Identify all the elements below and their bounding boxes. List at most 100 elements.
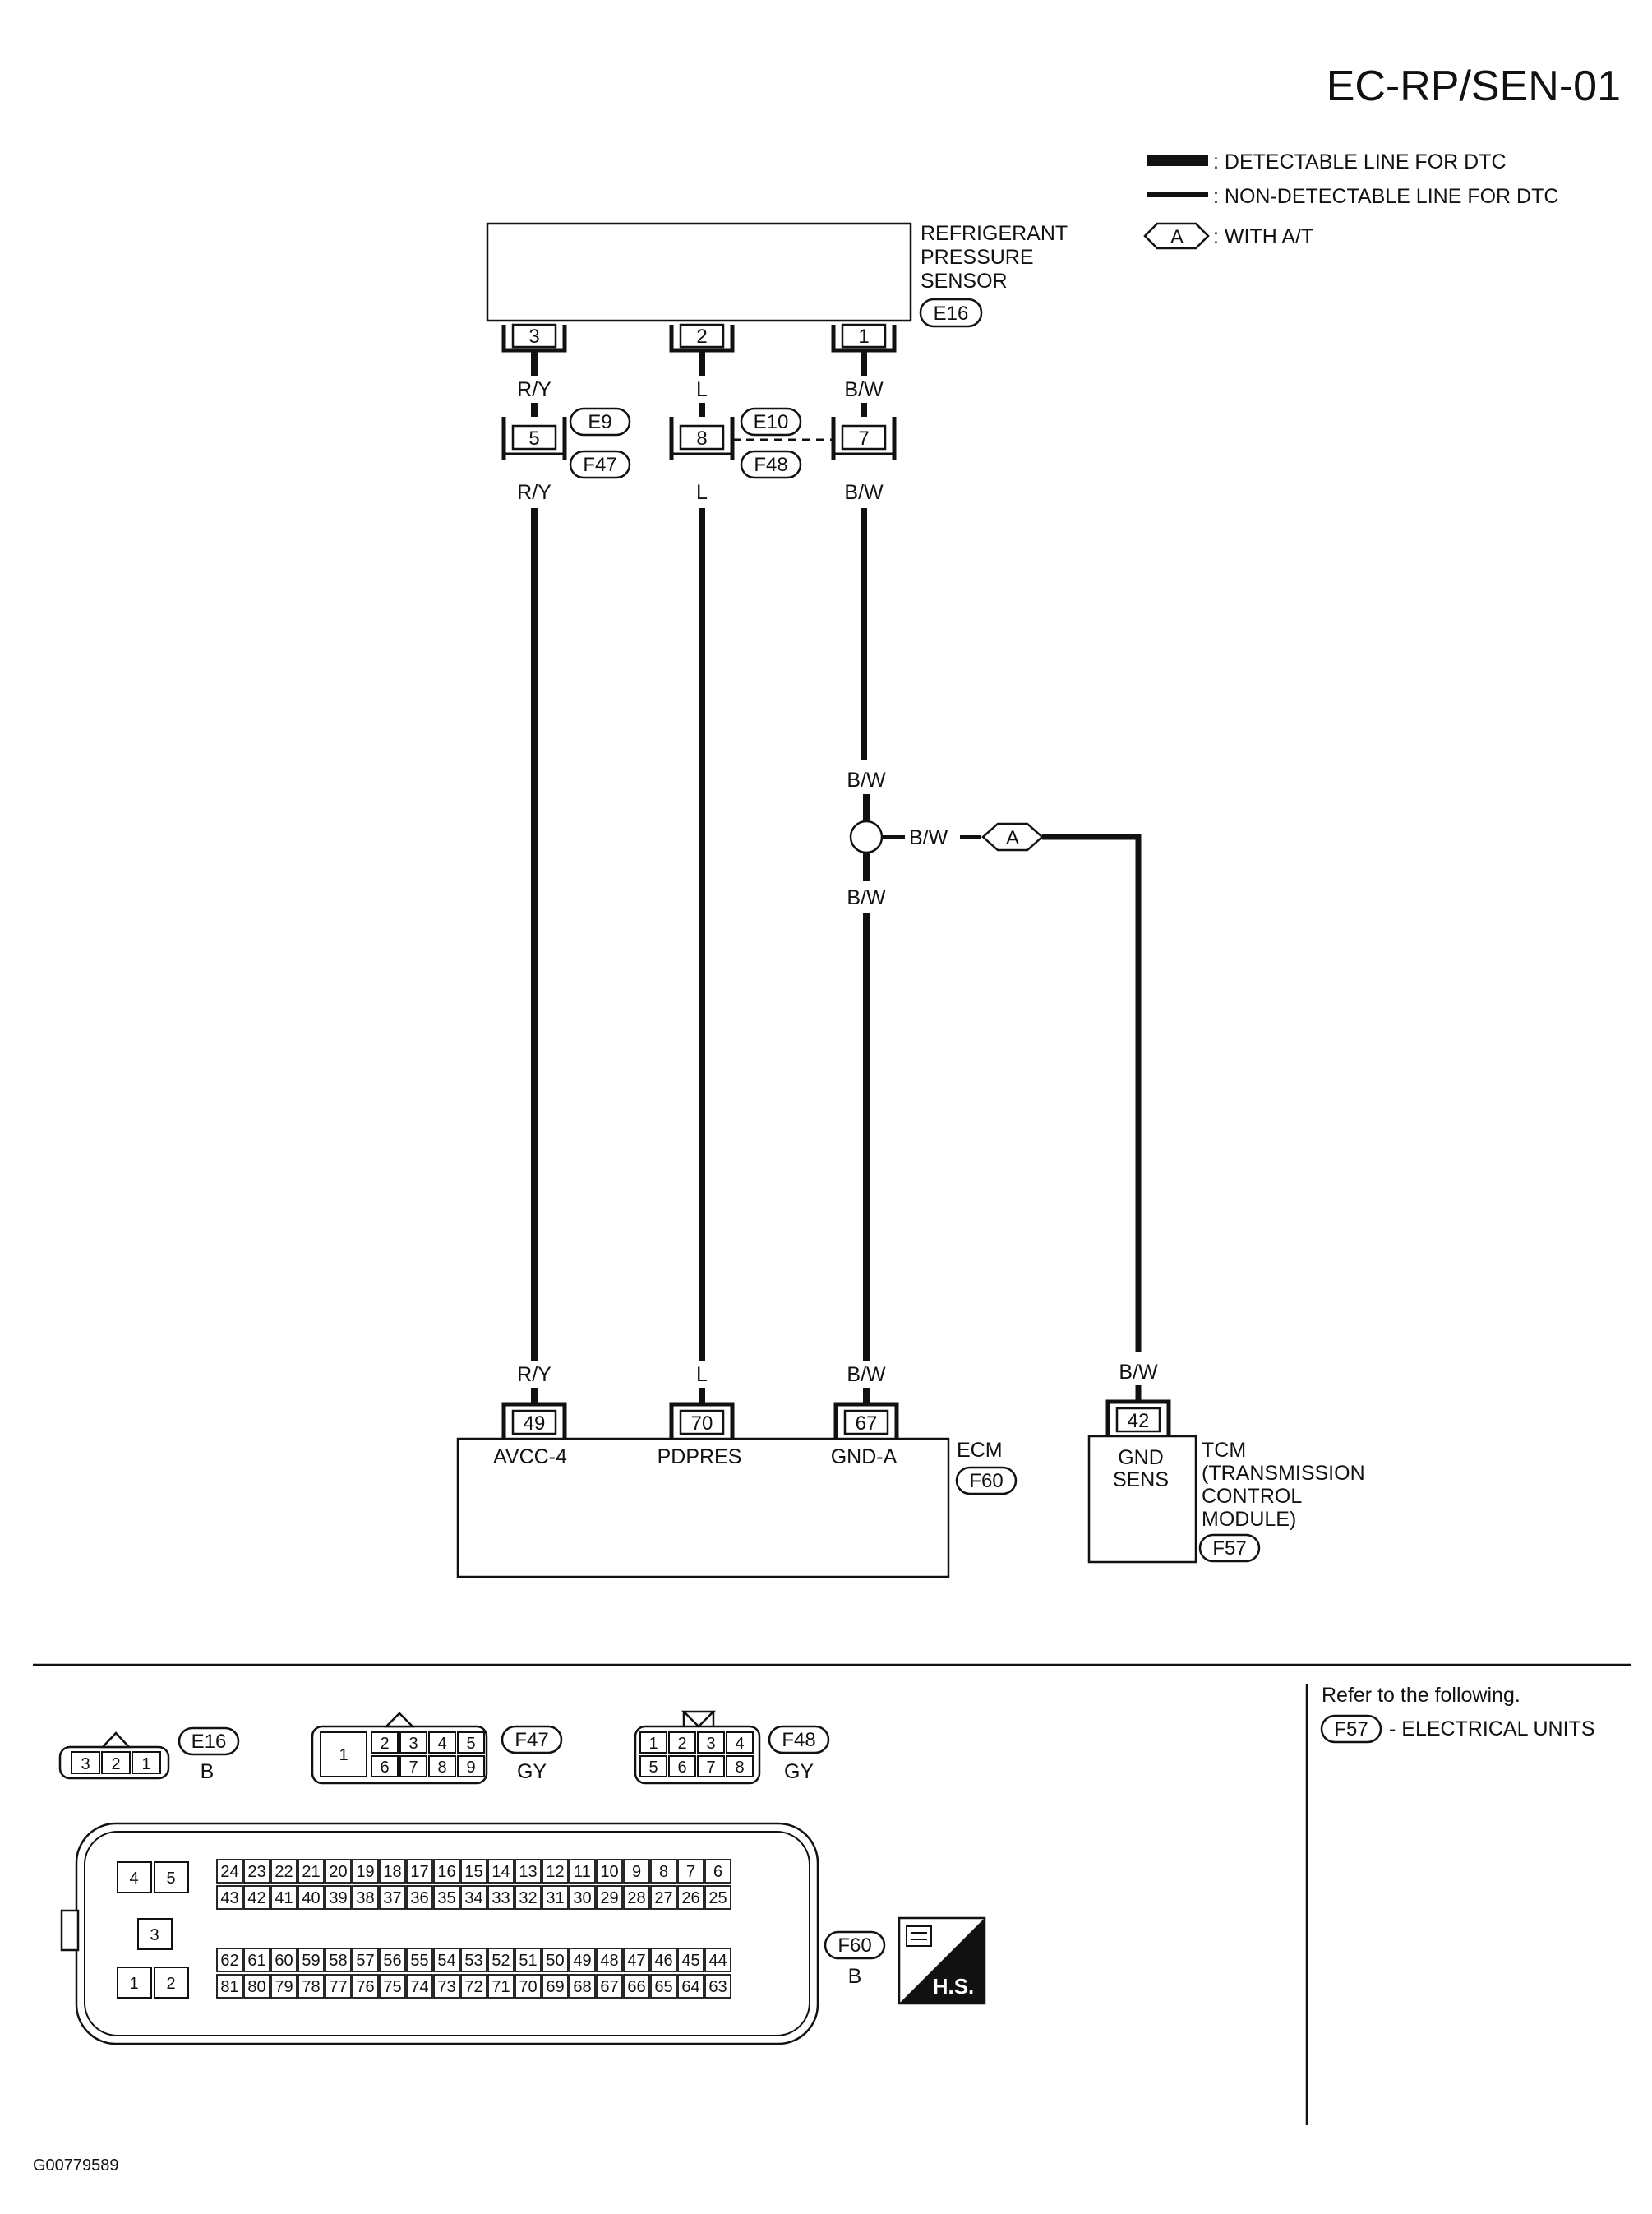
detectable-line-sample <box>1147 155 1208 166</box>
sensor-connector-id: E16 <box>934 303 969 325</box>
f60-cell <box>569 1974 596 1999</box>
f60-pin-69: 69 <box>546 1978 564 1996</box>
f60-cell <box>352 1885 379 1910</box>
f60-pin-4: 4 <box>129 1870 138 1888</box>
f60-cell <box>216 1974 243 1999</box>
f60-cell <box>596 1859 623 1884</box>
f60-pin-27: 27 <box>654 1889 672 1907</box>
tcm: 42 GND SENS TCM (TRANSMISSION CONTROL MO… <box>1087 1399 1365 1564</box>
reference-item-id: F57 <box>1334 1718 1368 1740</box>
f60-pin-7: 7 <box>686 1863 695 1881</box>
sensor-pin-3: 3 <box>501 323 567 353</box>
f60-pin-18: 18 <box>383 1863 401 1881</box>
figure-code: G00779589 <box>33 2156 119 2175</box>
f60-pin-73: 73 <box>437 1978 455 1996</box>
wire-color-bw-6: B/W <box>1119 1361 1158 1384</box>
f60-pin-64: 64 <box>681 1978 699 1996</box>
reference-item-text: - ELECTRICAL UNITS <box>1389 1717 1595 1740</box>
f60-pin-16: 16 <box>437 1863 455 1881</box>
f60-pin-5: 5 <box>166 1870 175 1888</box>
f60-pin-52: 52 <box>491 1952 510 1970</box>
tcm-connector-id: F57 <box>1212 1537 1246 1560</box>
reference-panel: Refer to the following. F57 - ELECTRICAL… <box>1320 1684 1595 1744</box>
f60-cell <box>406 1885 433 1910</box>
f60-cell <box>596 1974 623 1999</box>
f60-cell <box>325 1948 352 1972</box>
f60-cell <box>216 1885 243 1910</box>
wire-color-bw-2: B/W <box>844 481 884 504</box>
f60-pin-46: 46 <box>654 1952 672 1970</box>
connector-view-f47: 1 2 3 4 5 6 7 8 9 F47 GY <box>311 1712 563 1785</box>
f60-pin-74: 74 <box>410 1978 428 1996</box>
f60-inner-shell <box>84 1831 810 2036</box>
f60-pin-11: 11 <box>574 1863 591 1881</box>
f60-pin-41: 41 <box>275 1889 293 1907</box>
f60-cell <box>352 1974 379 1999</box>
f60-pin-26: 26 <box>681 1889 699 1907</box>
hs-icon: H.S. <box>898 1916 986 2005</box>
wire-color-l-3: L <box>696 1363 708 1386</box>
f60-pin-68: 68 <box>573 1978 591 1996</box>
f60-pin-10: 10 <box>600 1863 618 1881</box>
f60-pin-12: 12 <box>546 1863 564 1881</box>
f60-pin-9: 9 <box>632 1863 641 1881</box>
ecm-terminal-pdpres: PDPRES <box>658 1445 742 1468</box>
f60-cell <box>542 1885 569 1910</box>
f60-cell <box>704 1859 731 1884</box>
connector-id-f47: F47 <box>583 454 616 476</box>
f60-pin-61: 61 <box>247 1952 265 1970</box>
f47-pin-9: 9 <box>466 1759 475 1777</box>
tcm-body <box>1087 1435 1197 1564</box>
f60-cell <box>406 1974 433 1999</box>
f60-cell <box>704 1974 731 1999</box>
f48-top-row: 1 2 3 4 <box>639 1731 754 1754</box>
f60-pin-29: 29 <box>600 1889 618 1907</box>
f60-pin-80: 80 <box>247 1978 265 1996</box>
f60-cell <box>270 1974 298 1999</box>
ecm: AVCC-4 PDPRES GND-A ECM F60 <box>456 1437 1018 1578</box>
f60-cell <box>325 1974 352 1999</box>
f48-pin-7: 7 <box>706 1759 715 1777</box>
f60-cell <box>650 1859 677 1884</box>
f60-pin-24: 24 <box>220 1863 238 1881</box>
f60-cell <box>270 1859 298 1884</box>
f60-cell <box>650 1885 677 1910</box>
harness-pin-8-label: 8 <box>696 428 707 450</box>
f60-cell <box>325 1859 352 1884</box>
f60-cell <box>569 1859 596 1884</box>
legend: : DETECTABLE LINE FOR DTC : NON-DETECTAB… <box>1143 150 1558 250</box>
f47-color: GY <box>517 1760 547 1783</box>
ecm-pin-70: 70 <box>669 1402 735 1439</box>
f60-pin-22: 22 <box>275 1863 293 1881</box>
f60-pin-42: 42 <box>247 1889 265 1907</box>
connector-view-e16: 3 2 1 E16 B <box>58 1726 240 1783</box>
f60-cell <box>515 1974 542 1999</box>
f60-pin-53: 53 <box>464 1952 482 1970</box>
wire-color-l-2: L <box>696 481 708 504</box>
f60-pin-77: 77 <box>329 1978 347 1996</box>
f60-cell <box>569 1885 596 1910</box>
ecm-terminal-avcc4: AVCC-4 <box>493 1445 567 1468</box>
f48-key-icon <box>681 1710 717 1728</box>
tcm-connector-badge <box>1198 1533 1261 1563</box>
sensor-name-line-3: SENSOR <box>921 270 1008 293</box>
f60-pin-21: 21 <box>302 1863 320 1881</box>
f60-cell <box>596 1948 623 1972</box>
harness-connector-ids: E9 F47 E10 F48 <box>569 407 802 479</box>
f60-pin-3: 3 <box>150 1926 159 1944</box>
f60-cell <box>623 1859 650 1884</box>
ecm-name: ECM <box>957 1439 1003 1462</box>
f60-pin-66: 66 <box>627 1978 645 1996</box>
wire-color-l-1: L <box>696 378 708 401</box>
wire-color-ry-1: R/Y <box>517 378 551 401</box>
connector-view-f48: 1 2 3 4 5 6 7 8 F48 GY <box>634 1710 830 1785</box>
f60-pin-58: 58 <box>329 1952 347 1970</box>
f60-pin-78: 78 <box>302 1978 320 1996</box>
f60-pin-65: 65 <box>654 1978 672 1996</box>
sensor-body <box>486 222 912 322</box>
wire-color-bw-1: B/W <box>844 378 884 401</box>
f47-pin-7: 7 <box>408 1759 418 1777</box>
f60-cell <box>460 1948 487 1972</box>
f60-pin-71: 71 <box>491 1978 510 1996</box>
f60-cell <box>433 1859 460 1884</box>
